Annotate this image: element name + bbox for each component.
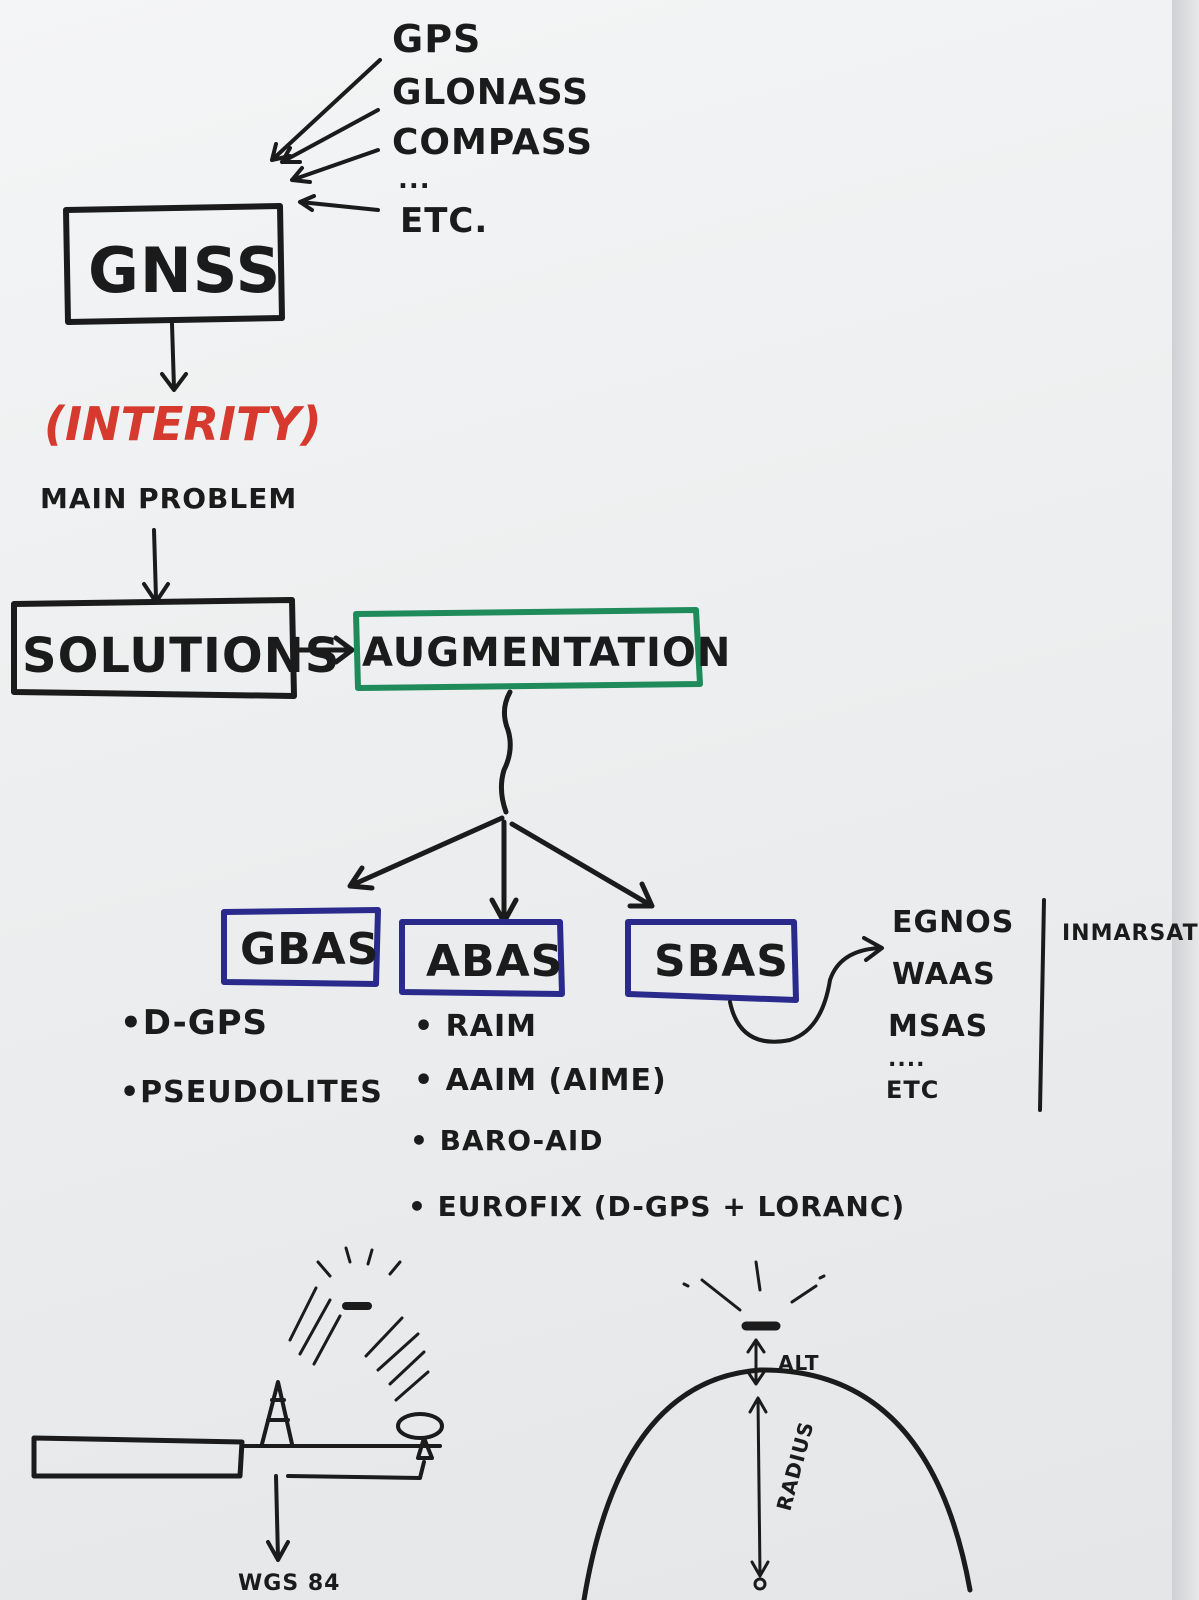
constellation-gps: GPS bbox=[392, 17, 481, 61]
runway bbox=[31, 1435, 245, 1479]
augmentation-branches bbox=[347, 689, 655, 925]
constellation-list: GPS GLONASS COMPASS ... ETC. bbox=[392, 17, 593, 241]
abas-item-baro-aid: • BARO-AID bbox=[410, 1124, 604, 1157]
gnss-label: GNSS bbox=[88, 234, 281, 307]
constellation-compass: COMPASS bbox=[392, 122, 593, 163]
radius-label: RADIUS bbox=[772, 1419, 819, 1514]
gbas-label: GBAS bbox=[240, 924, 379, 975]
arrow-gps bbox=[270, 58, 382, 162]
main-problem-label: MAIN PROBLEM bbox=[40, 482, 297, 515]
integrity-label: (INTERITY) bbox=[44, 397, 322, 451]
sbas-divider bbox=[1038, 898, 1046, 1112]
solutions-label: SOLUTIONS bbox=[22, 628, 340, 684]
arrow-sbas-systems bbox=[728, 936, 884, 1044]
signal-rays-right bbox=[364, 1316, 430, 1402]
tower-icon bbox=[260, 1380, 294, 1446]
constellation-etc: ETC. bbox=[400, 201, 488, 241]
abas-box bbox=[399, 919, 565, 997]
abas-item-aaim: • AAIM (AIME) bbox=[414, 1063, 667, 1098]
branch-stem bbox=[498, 689, 513, 815]
arrow-to-gbas bbox=[347, 815, 505, 891]
arrow-glonass bbox=[280, 108, 380, 164]
ground-station-sketch bbox=[31, 1246, 444, 1562]
augmentation-label: AUGMENTATION bbox=[362, 630, 731, 676]
dish-link-line bbox=[286, 1460, 426, 1480]
sbas-system-waas: WAAS bbox=[892, 957, 996, 992]
constellation-arrows bbox=[270, 58, 382, 212]
gnss-box bbox=[63, 203, 285, 325]
gbas-box bbox=[221, 907, 381, 987]
sbas-system-egnos: EGNOS bbox=[892, 905, 1014, 940]
gbas-item-pseudolites: •PSEUDOLITES bbox=[120, 1075, 383, 1110]
sbas-box bbox=[625, 919, 799, 1003]
abas-item-eurofix: • EUROFIX (D-GPS + LORANC) bbox=[408, 1190, 905, 1223]
dish-icon bbox=[396, 1412, 444, 1440]
signal-rays-left bbox=[288, 1286, 342, 1366]
arrow-solutions-augmentation bbox=[297, 635, 355, 665]
datum-label: WGS 84 bbox=[238, 1571, 340, 1596]
satellite-rays-right bbox=[682, 1260, 826, 1312]
abas-item-raim: • RAIM bbox=[414, 1009, 537, 1044]
alt-label: ALT bbox=[778, 1351, 820, 1375]
augmentation-box bbox=[353, 607, 703, 691]
arrow-gnss-integrity bbox=[160, 322, 188, 392]
arrow-etc bbox=[298, 194, 380, 212]
arrow-problem-solutions bbox=[142, 528, 170, 604]
constellation-ellipsis: ... bbox=[398, 165, 431, 195]
abas-label: ABAS bbox=[426, 936, 563, 987]
solutions-box bbox=[11, 597, 297, 699]
arrow-compass bbox=[290, 148, 380, 184]
alt-arrow bbox=[746, 1338, 766, 1386]
arrow-to-datum bbox=[266, 1474, 290, 1562]
radius-arrow bbox=[748, 1396, 770, 1578]
sbas-system-etc: ETC bbox=[886, 1076, 939, 1104]
sbas-inmarsat: INMARSAT bbox=[1062, 921, 1199, 946]
sbas-label: SBAS bbox=[654, 936, 789, 987]
earth-center-dot bbox=[753, 1577, 767, 1591]
sbas-system-msas: MSAS bbox=[888, 1009, 988, 1044]
earth-radius-sketch bbox=[581, 1260, 973, 1600]
satellite-broadcast-rays bbox=[316, 1246, 402, 1278]
paper-edge bbox=[1172, 0, 1199, 1600]
gbas-item-dgps: •D-GPS bbox=[120, 1003, 268, 1043]
sbas-system-ellipsis: .... bbox=[888, 1047, 925, 1072]
arrow-to-abas bbox=[489, 819, 519, 925]
dish-base-icon bbox=[416, 1436, 434, 1460]
earth-arc bbox=[581, 1367, 973, 1600]
arrow-to-sbas bbox=[509, 821, 655, 909]
constellation-glonass: GLONASS bbox=[392, 72, 589, 113]
